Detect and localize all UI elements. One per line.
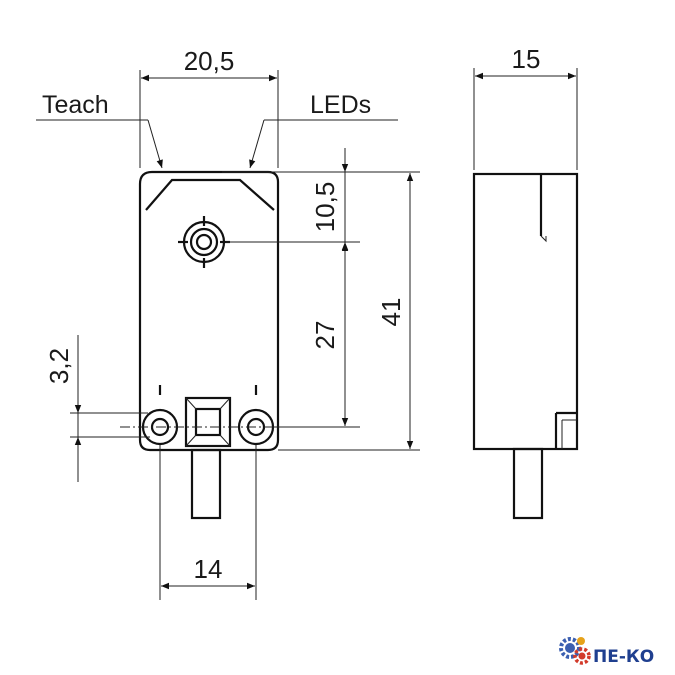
dimension-lines	[36, 68, 578, 600]
label-teach: Teach	[42, 91, 109, 119]
dim-depth-side: 15	[512, 44, 541, 74]
dim-hole-spacing-vertical: 27	[310, 321, 340, 350]
dim-height-total: 41	[376, 298, 406, 327]
logo-text: ПЕ-КО	[593, 647, 654, 667]
connector-square	[184, 396, 232, 448]
cable-front	[190, 448, 222, 520]
dim-width-top: 20,5	[184, 46, 235, 76]
sensor-housing-side	[472, 172, 579, 451]
sensor-housing-front	[138, 170, 280, 452]
dim-led-offset: 10,5	[310, 182, 340, 233]
side-view	[472, 172, 579, 520]
label-leds: LEDs	[310, 91, 371, 119]
cable-side	[512, 447, 544, 520]
gear-icon	[559, 637, 591, 665]
front-view	[138, 170, 280, 520]
top-panel-outline	[145, 178, 275, 211]
teach-button	[178, 216, 230, 268]
dim-hole-offset: 3,2	[44, 348, 74, 384]
company-logo: ПЕ-КО	[559, 637, 654, 667]
dim-hole-spacing-horizontal: 14	[194, 554, 223, 584]
